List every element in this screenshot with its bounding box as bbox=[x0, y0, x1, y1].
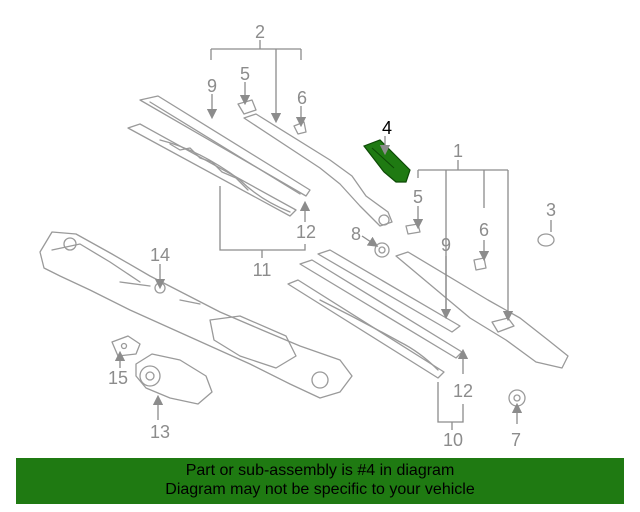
part-4-highlight[interactable] bbox=[363, 139, 411, 183]
parts-diagram: 2 9 5 6 4 1 5 3 12 8 6 9 14 11 15 12 13 … bbox=[39, 22, 569, 450]
callout-1[interactable]: 1 bbox=[453, 141, 463, 161]
banner-line-part: Part or sub-assembly is #4 in diagram bbox=[185, 462, 455, 479]
nut-part-8 bbox=[374, 242, 390, 258]
nut-part-5-right bbox=[405, 223, 421, 235]
clip-part-6-right bbox=[473, 257, 487, 271]
callout-6-right[interactable]: 6 bbox=[479, 220, 489, 240]
callout-8[interactable]: 8 bbox=[351, 224, 361, 244]
callout-4[interactable]: 4 bbox=[382, 118, 392, 138]
callout-9-left[interactable]: 9 bbox=[207, 76, 217, 96]
left-wiper-blade-lower bbox=[127, 123, 297, 217]
wiper-motor-part-13 bbox=[135, 353, 213, 405]
callout-6-left[interactable]: 6 bbox=[297, 88, 307, 108]
callout-5-right[interactable]: 5 bbox=[413, 187, 423, 207]
callout-15[interactable]: 15 bbox=[108, 368, 128, 388]
callout-14[interactable]: 14 bbox=[150, 245, 170, 265]
callout-9-right[interactable]: 9 bbox=[441, 235, 451, 255]
banner-line-disclaimer: Diagram may not be specific to your vehi… bbox=[165, 481, 475, 498]
right-wiper-blade-lower bbox=[287, 279, 445, 379]
wiper-linkage-part-14 bbox=[39, 231, 353, 399]
callout-5-left[interactable]: 5 bbox=[240, 64, 250, 84]
callout-12-left[interactable]: 12 bbox=[296, 222, 316, 242]
bracket-part-15 bbox=[111, 335, 141, 357]
left-wiper-blade-upper bbox=[139, 95, 311, 197]
callout-11[interactable]: 11 bbox=[253, 260, 272, 280]
callout-3[interactable]: 3 bbox=[546, 200, 556, 220]
cap-part-3 bbox=[537, 233, 555, 247]
info-banner: Part or sub-assembly is #4 in diagram Di… bbox=[16, 458, 624, 504]
callout-7[interactable]: 7 bbox=[511, 430, 521, 450]
right-wiper-blade-middle bbox=[317, 249, 461, 333]
callout-13[interactable]: 13 bbox=[150, 422, 170, 442]
cap-part-7 bbox=[508, 389, 526, 407]
right-wiper-arm bbox=[395, 251, 569, 369]
leader-lines bbox=[114, 40, 552, 430]
nut-part-5-left bbox=[237, 99, 257, 115]
callout-2[interactable]: 2 bbox=[255, 22, 265, 42]
left-wiper-arm bbox=[243, 113, 393, 227]
clip-part-6-left bbox=[293, 121, 307, 135]
callout-12-right[interactable]: 12 bbox=[453, 381, 473, 401]
callout-10[interactable]: 10 bbox=[443, 430, 463, 450]
right-wiper-blade-upper bbox=[299, 259, 463, 359]
